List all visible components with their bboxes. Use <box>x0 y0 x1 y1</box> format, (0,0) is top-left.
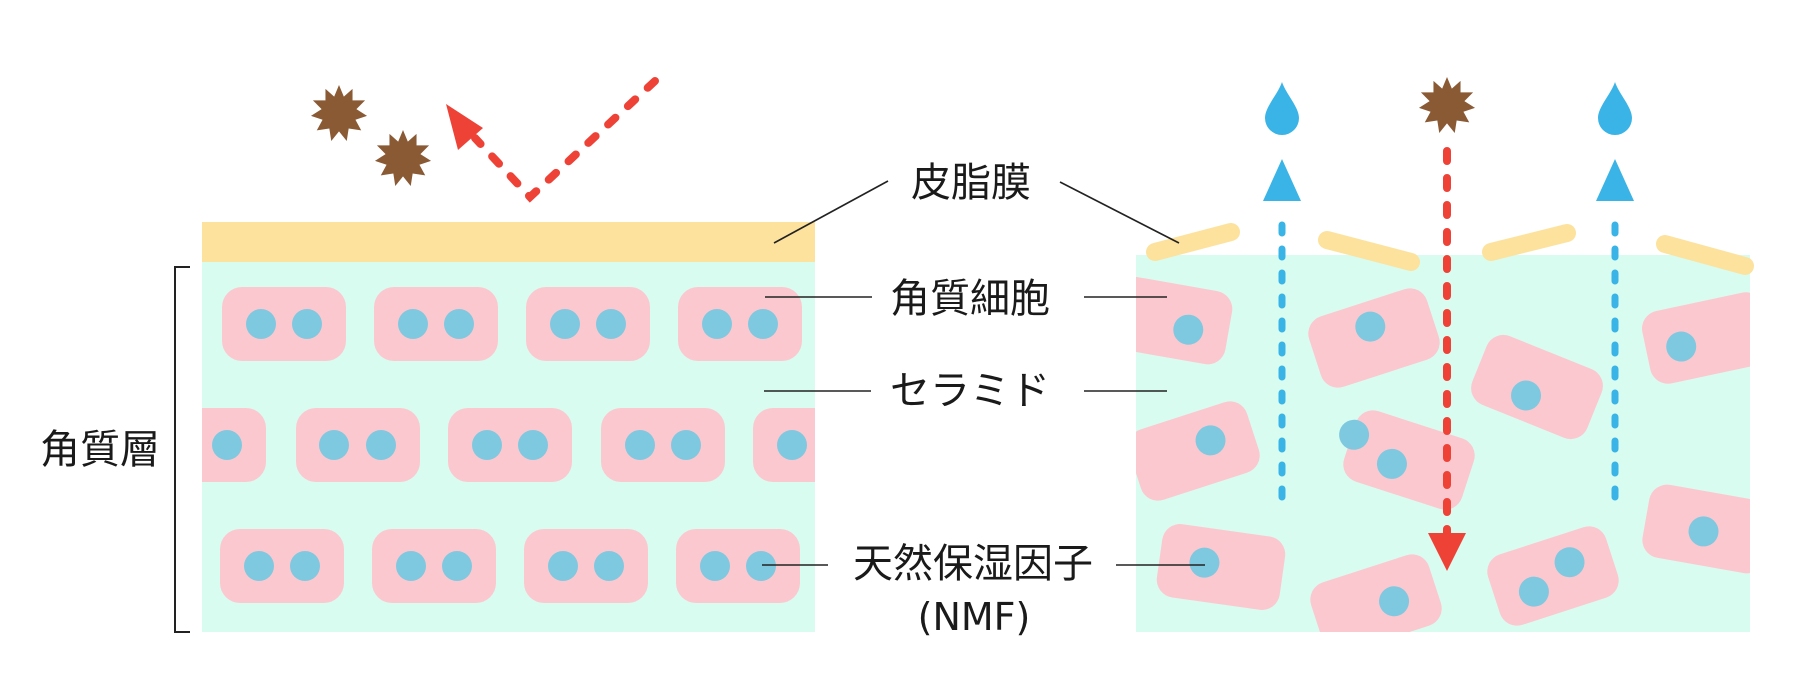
corneocyte <box>296 408 420 482</box>
irritant-icon <box>374 129 432 187</box>
corneocyte <box>753 408 815 482</box>
corneocyte <box>222 287 346 361</box>
arrow-up-icon <box>1263 159 1301 201</box>
corneocyte <box>220 529 344 603</box>
corneocyte-grid <box>202 287 815 603</box>
water-drop-icon <box>1598 82 1632 135</box>
irritant-icon <box>1418 76 1476 134</box>
corneocyte <box>1136 401 1260 501</box>
corneocyte <box>526 287 650 361</box>
water-drop-icon <box>1265 82 1299 135</box>
corneocyte <box>678 287 802 361</box>
corneocyte <box>1487 526 1619 626</box>
nmf-abbrev-label: (NMF) <box>918 595 1031 639</box>
ceramide-label: セラミド <box>890 368 1050 414</box>
leader-lines <box>762 180 1205 566</box>
disordered-corneocytes <box>1136 275 1750 632</box>
arrow-up-icon <box>446 104 483 150</box>
broken-sebum-film <box>1146 223 1754 275</box>
corneocyte <box>1471 334 1603 440</box>
nmf-label: 天然保湿因子 <box>853 541 1093 587</box>
reflected-irritant-arrow <box>471 77 659 203</box>
corneocyte <box>1308 288 1440 388</box>
sebum-label: 皮脂膜 <box>911 160 1031 206</box>
arrow-down-icon <box>1428 533 1466 571</box>
corneocyte <box>524 529 648 603</box>
corneocyte <box>1642 292 1750 384</box>
corneocyte <box>1642 484 1750 574</box>
stratum-corneum-label: 角質層 <box>40 427 160 473</box>
stratum-corneum-bracket <box>174 266 190 633</box>
healthy-skin-panel <box>202 77 815 632</box>
corneocyte <box>1310 554 1442 632</box>
damaged-skin-panel <box>1136 76 1754 632</box>
corneocyte <box>676 529 800 603</box>
sebum-layer <box>202 222 815 262</box>
corneocyte <box>601 408 725 482</box>
irritant-icon <box>310 84 368 142</box>
corneocyte <box>448 408 572 482</box>
corneocyte <box>1156 524 1286 610</box>
corneocyte <box>1136 275 1233 365</box>
corneocyte <box>372 529 496 603</box>
corneocyte-label: 角質細胞 <box>890 276 1050 322</box>
corneocyte <box>1339 410 1475 510</box>
corneocyte <box>374 287 498 361</box>
corneocyte <box>202 408 266 482</box>
arrow-up-icon <box>1596 159 1634 201</box>
